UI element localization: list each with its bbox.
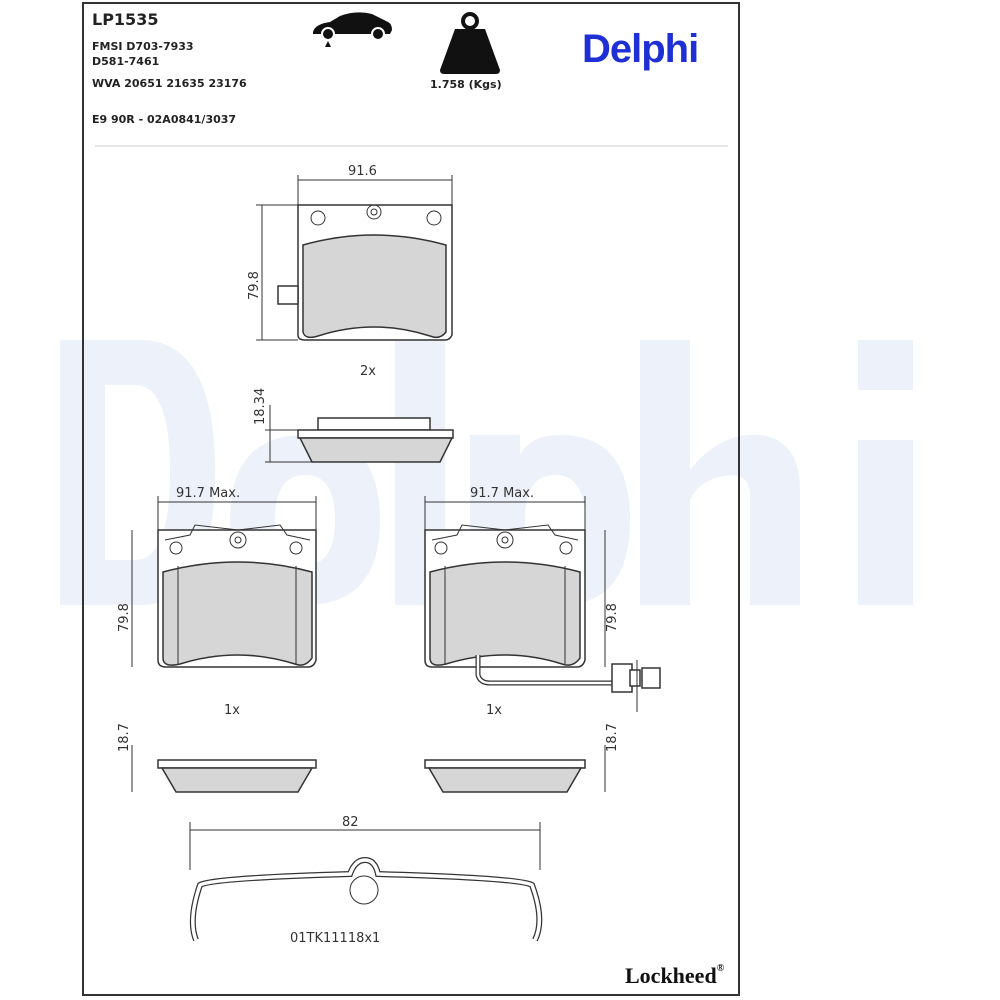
wva-numbers: WVA 20651 21635 23176: [92, 77, 247, 90]
anti-rattle-spring: [189, 822, 543, 942]
fmsi-code: FMSI D703-7933: [92, 40, 194, 53]
left-pad-thickness: 18.7: [117, 723, 132, 752]
spring-part-label: 01TK11118x1: [290, 931, 380, 946]
top-pad-width: 91.6: [348, 164, 377, 179]
left-pad-height: 79.8: [117, 603, 132, 632]
top-pad-qty: 2x: [360, 364, 376, 379]
car-front-axle-icon: [313, 12, 392, 47]
top-pad-thickness: 18.34: [253, 388, 268, 425]
delphi-logo: Delphi: [582, 27, 699, 71]
right-pad-width: 91.7 Max.: [470, 486, 534, 501]
weight-value: 1.758 (Kgs): [430, 78, 502, 91]
right-pad-side-view: [424, 745, 606, 793]
lockheed-logo: Lockheed®: [625, 964, 724, 988]
left-pad-front-view: [131, 496, 317, 668]
alt-reference: D581-7461: [92, 55, 160, 68]
top-pad-front-view: [256, 175, 453, 341]
right-pad-front-view: [424, 496, 661, 712]
left-pad-qty: 1x: [224, 703, 240, 718]
weight-icon: [440, 12, 500, 74]
lockheed-text: Lockheed: [625, 963, 717, 988]
left-pad-width: 91.7 Max.: [176, 486, 240, 501]
approval-code: E9 90R - 02A0841/3037: [92, 113, 237, 126]
spring-width: 82: [342, 815, 359, 830]
left-pad-side-view: [131, 745, 317, 793]
top-pad-height: 79.8: [247, 271, 262, 300]
registered-mark: ®: [716, 963, 725, 974]
top-pad-side-view: [265, 405, 454, 463]
part-number: LP1535: [92, 10, 159, 29]
drawing-frame: [82, 2, 740, 996]
right-pad-qty: 1x: [486, 703, 502, 718]
right-pad-height: 79.8: [605, 603, 620, 632]
right-pad-thickness: 18.7: [605, 723, 620, 752]
